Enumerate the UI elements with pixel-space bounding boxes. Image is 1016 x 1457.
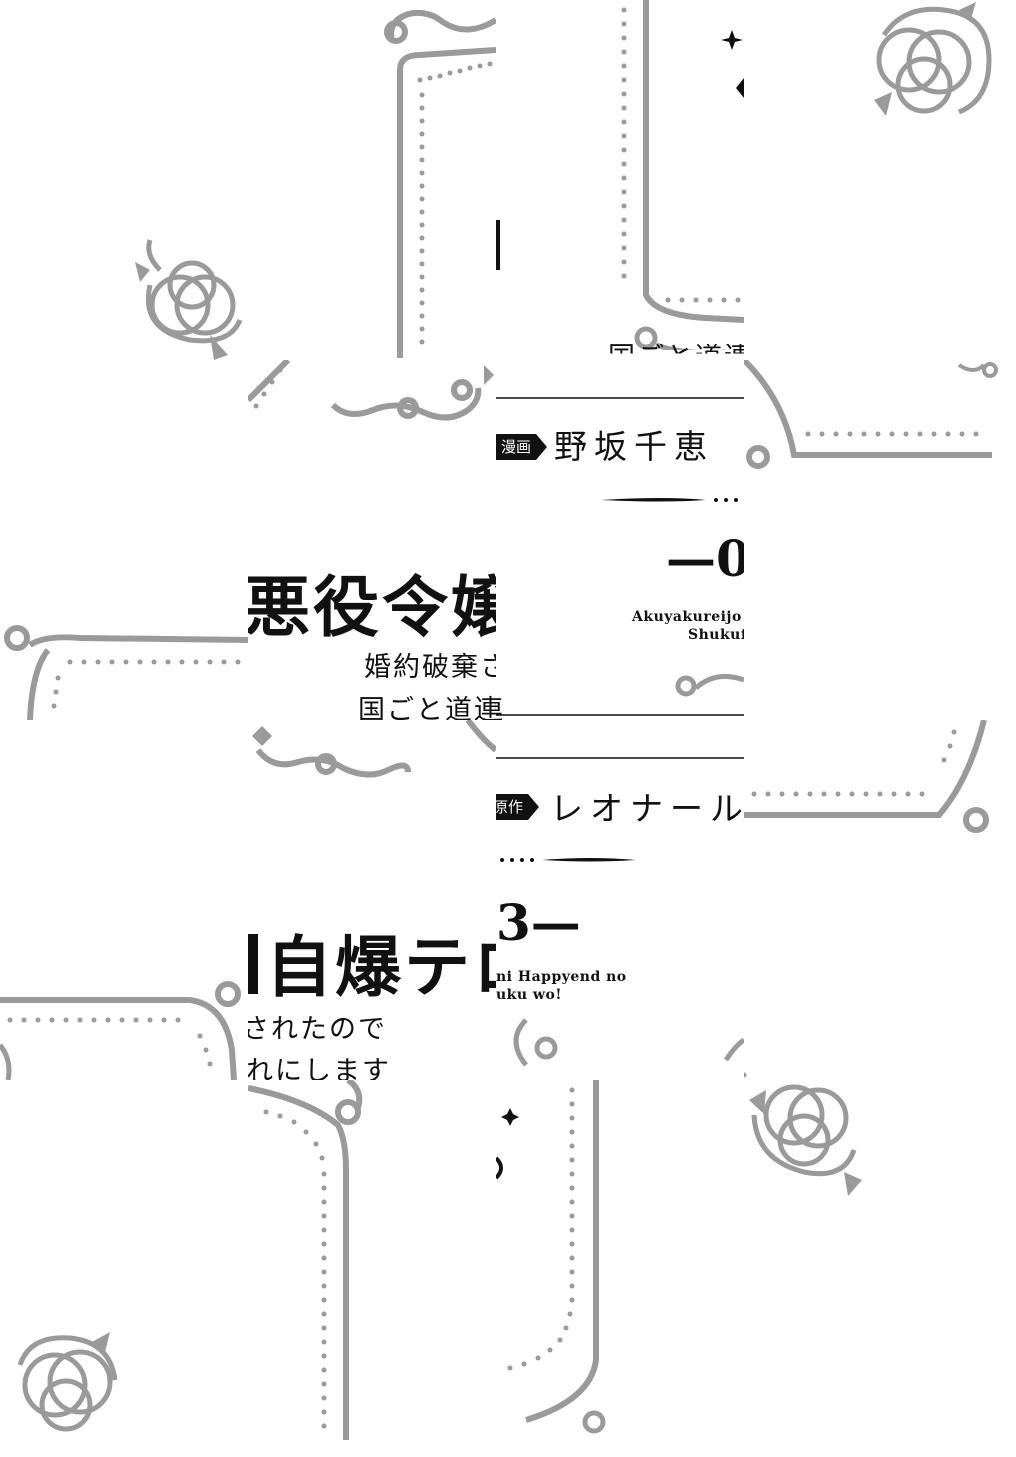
volume-number-left: —0 [666,529,744,588]
corner-flourish-icon [17,1332,118,1432]
frame-corner-ornament [135,9,496,360]
manga-label-badge: 漫画 [496,434,548,460]
subtitle-line2-right: れにします [248,1056,391,1080]
divider-lines [496,397,744,716]
subtitle-line2-left: 国ごと道連 [358,695,496,720]
tile-mid-left [0,360,248,720]
volume-number-right: 3— [496,893,581,952]
subtitle-line1-left: 婚約破棄さ [364,652,496,683]
cut-subtitle-line2: 国ごと道連 [496,697,505,720]
sparkle-icon [501,1108,519,1126]
frame-corner-ornament [744,360,998,469]
scroll-flourish-icon [248,360,494,421]
frame-vertical-border [496,1080,606,1434]
frame-corner-ornament [0,981,241,1080]
title-fragment-right: 自爆テロ [266,928,496,1006]
frame-corner-ornament [248,1080,363,1440]
title-fragment-left: 悪役令嬢 [248,568,496,646]
tile-bottom-center-right [496,1080,744,1440]
frame-corner-ornament [744,720,989,1078]
frame-vertical-border [496,0,744,360]
tile-bottom-left [0,1080,248,1440]
tile-credits-manga: 漫画 野坂千恵 —0 Akuyakureijo n Shukufu 国ごと道連 [496,360,744,720]
frame-corner-ornament [4,625,248,720]
tile-lower-right [744,720,1016,1080]
tile-top-left [0,0,496,360]
tile-lower-left [0,720,248,1080]
original-author-name: レオナールD [550,789,744,828]
manga-artist-name: 野坂千恵 [554,427,714,466]
subtitle-line1-right: されたので [248,1014,387,1045]
romaji-line2-left: Shukufu [688,627,744,643]
scroll-flourish-icon [248,720,496,994]
tile-title-right: 自爆テロ されたので れにします [248,720,496,1080]
tile-bottom-right [744,1080,1016,1440]
tile-top-right [744,0,1016,360]
corner-flourish-icon [749,1084,862,1196]
romaji-line1-left: Akuyakureijo n [632,609,744,625]
tile-top-middle: 国ごと道連 [496,0,744,360]
tile-credits-original: 原作 レオナールD 3— ni Happyend no uku wo! [496,720,744,1080]
original-label-badge: 原作 [496,794,540,820]
sparkle-icon [721,30,743,50]
corner-flourish-icon [145,239,243,344]
tile-bottom-center-left [248,1080,496,1440]
romaji-line2-right: uku wo! [496,987,562,1003]
romaji-line1-right: ni Happyend no [496,969,627,985]
cut-text-top: 国ごと道連 [608,342,744,360]
tile-title-left: 悪役令嬢 婚約破棄さ 国ごと道連 [248,360,496,720]
tile-mid-right [744,360,1016,720]
divider-lines [496,757,744,1067]
corner-flourish-icon [874,2,992,116]
